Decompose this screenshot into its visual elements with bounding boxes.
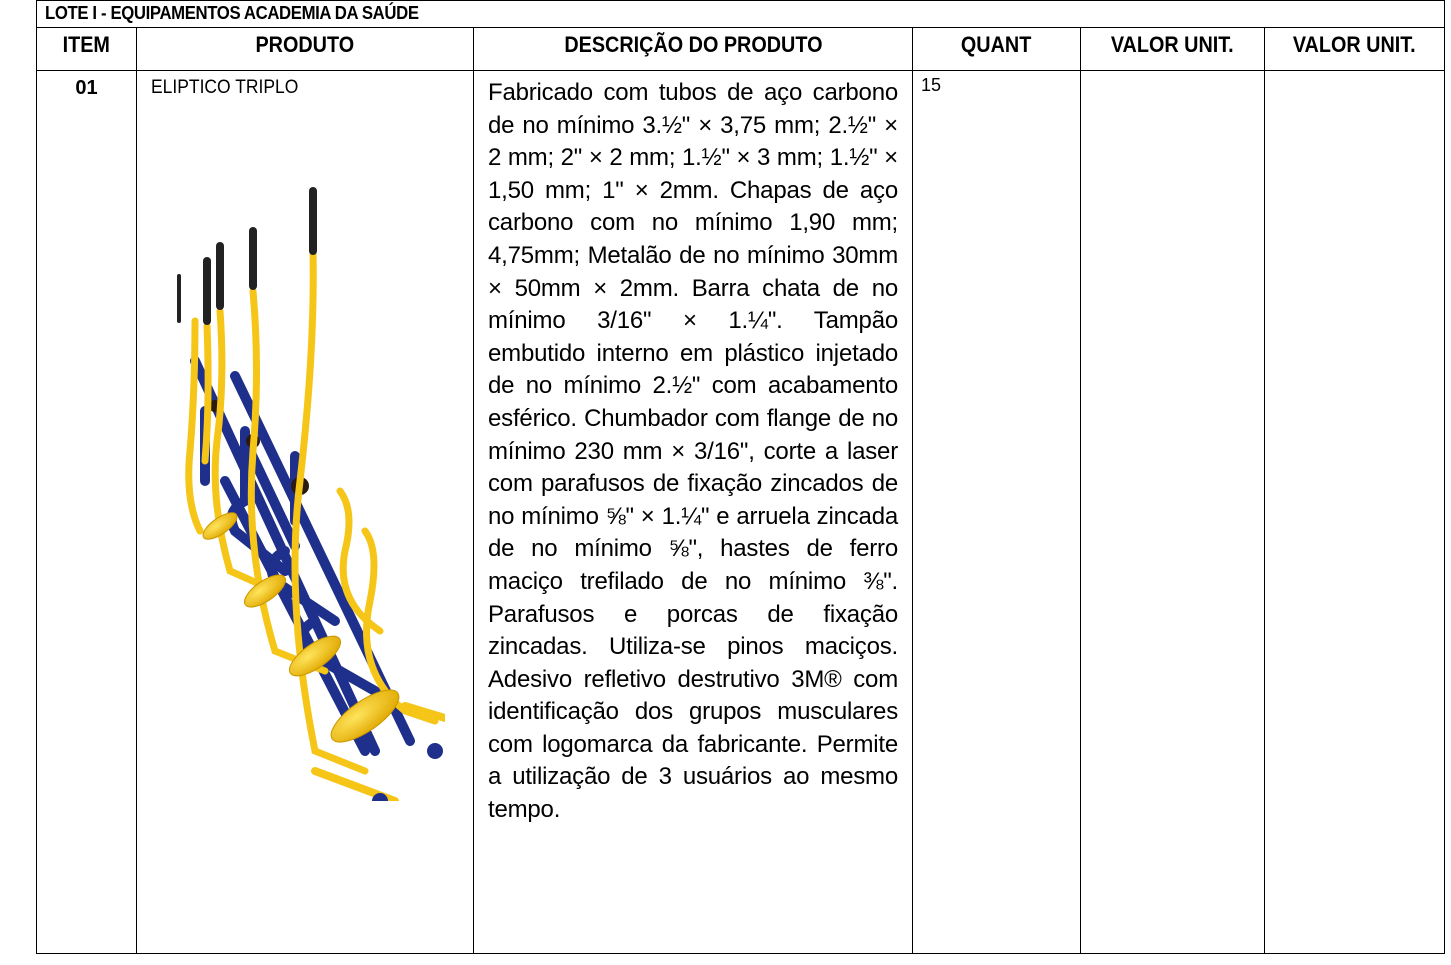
header-item: ITEM: [36, 27, 137, 71]
header-valor-unit-2: VALOR UNIT.: [1263, 27, 1446, 71]
header-descricao-text: DESCRIÇÃO DO PRODUTO: [563, 32, 823, 57]
triple-elliptical-trainer-image: [177, 187, 445, 801]
lote-table: LOTE I - EQUIPAMENTOS ACADEMIA DA SAÚDE …: [35, 0, 1446, 954]
valor-unit-2-cell: [1263, 70, 1446, 954]
header-produto: PRODUTO: [136, 27, 474, 71]
header-valor-unit-2-text: VALOR UNIT.: [1293, 32, 1416, 57]
header-descricao: DESCRIÇÃO DO PRODUTO: [473, 27, 913, 71]
price-sheet: LOTE I - EQUIPAMENTOS ACADEMIA DA SAÚDE …: [35, 0, 1446, 965]
product-description: Fabricado com tubos de aço carbono de no…: [473, 70, 913, 954]
lote-title: LOTE I - EQUIPAMENTOS ACADEMIA DA SAÚDE: [35, 0, 1446, 28]
header-row: ITEM PRODUTO DESCRIÇÃO DO PRODUTO QUANT …: [36, 27, 1446, 71]
header-produto-text: PRODUTO: [255, 32, 355, 57]
header-quant-text: QUANT: [961, 32, 1032, 57]
header-item-text: ITEM: [62, 32, 111, 57]
product-cell: ELIPTICO TRIPLO: [136, 70, 474, 954]
lote-title-text: LOTE I - EQUIPAMENTOS ACADEMIA DA SAÚDE: [45, 3, 419, 23]
quantity-value: 15: [912, 70, 1081, 954]
header-valor-unit-1: VALOR UNIT.: [1080, 27, 1265, 71]
table-row: 01 ELIPTICO TRIPLO: [36, 70, 1446, 954]
header-quant: QUANT: [912, 27, 1081, 71]
header-valor-unit-1-text: VALOR UNIT.: [1111, 32, 1234, 57]
lote-title-row: LOTE I - EQUIPAMENTOS ACADEMIA DA SAÚDE: [35, 0, 1446, 28]
product-name: ELIPTICO TRIPLO: [151, 77, 299, 98]
valor-unit-1-cell: [1080, 70, 1265, 954]
item-number: 01: [36, 70, 137, 954]
